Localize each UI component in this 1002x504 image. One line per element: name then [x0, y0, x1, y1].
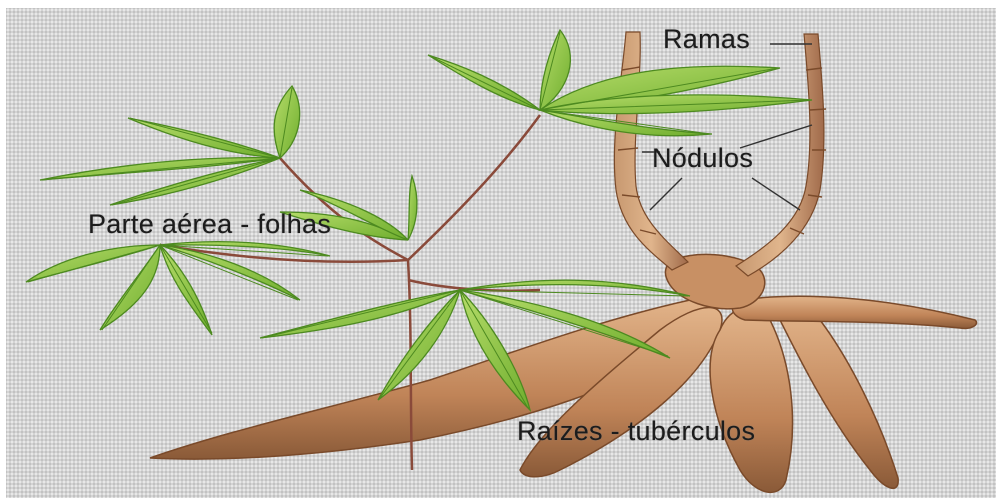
label-parte-aerea: Parte aérea - folhas — [88, 209, 331, 240]
leaf-cluster-left — [26, 242, 330, 335]
label-ramas: Ramas — [663, 24, 750, 55]
tuber-center — [710, 308, 792, 493]
leaf-cluster-top-left — [40, 86, 300, 205]
tuber-right-down — [780, 308, 898, 489]
label-raizes: Raízes - tubérculos — [517, 416, 755, 447]
label-nodulos: Nódulos — [652, 143, 753, 174]
